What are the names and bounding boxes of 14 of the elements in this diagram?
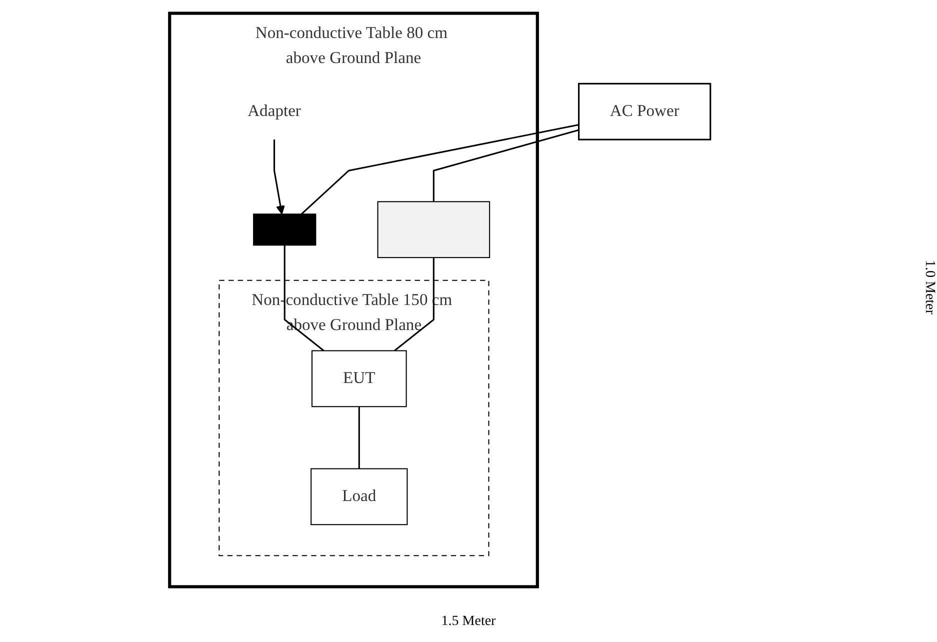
connector [284, 245, 324, 352]
connector [432, 129, 580, 202]
node-box: AC Power [578, 82, 712, 140]
dimension-label: 1.0 Meter [921, 260, 937, 314]
node-box [377, 201, 490, 258]
arrow [274, 140, 285, 214]
connector [300, 124, 579, 215]
node-box: Load [310, 468, 408, 526]
dimension-label: 1.5 Meter [440, 614, 497, 630]
connector [394, 258, 434, 352]
node-box: EUT [311, 350, 407, 408]
node-bar [253, 214, 316, 246]
node-text: Adapter [248, 102, 301, 120]
connector [358, 406, 360, 469]
